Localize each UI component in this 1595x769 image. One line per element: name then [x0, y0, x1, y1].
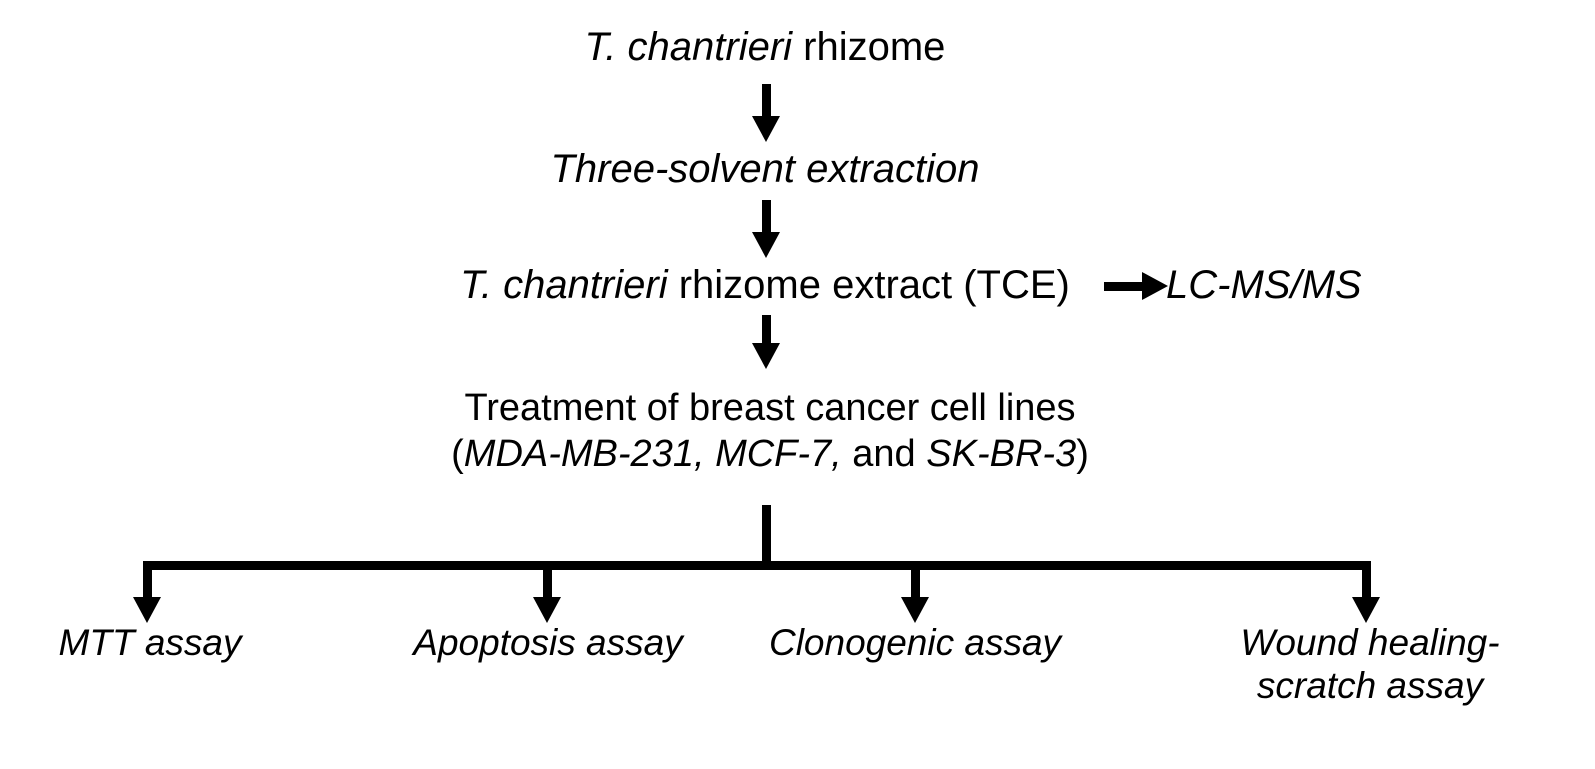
assay-label-clonogenic: Clonogenic assay — [768, 622, 1062, 663]
node-treatment: Treatment of breast cancer cell lines (M… — [220, 385, 1320, 478]
treatment-line-2: (MDA-MB-231, MCF-7, and SK-BR-3) — [220, 431, 1320, 477]
branch-distributor-bar — [143, 561, 1371, 570]
assay-wound-line-1: Wound healing- — [1240, 622, 1500, 663]
arrow-down-2-shaft — [762, 200, 771, 236]
branch-3-arrow-icon — [901, 597, 929, 623]
arrow-right-icon — [1142, 272, 1168, 300]
treatment-conjunction: and — [841, 433, 927, 476]
assay-wound-line-2: scratch assay — [1256, 664, 1484, 706]
branch-1-arrow-icon — [133, 597, 161, 623]
treatment-close-paren: ) — [1076, 433, 1089, 476]
cell-line-3: SK-BR-3 — [926, 433, 1077, 476]
extract-suffix: rhizome extract (TCE) — [667, 263, 1070, 307]
branch-trunk — [762, 505, 771, 567]
cell-line-2: MCF-7, — [704, 433, 842, 476]
assay-label-wound-healing: Wound healing- scratch assay — [1180, 622, 1560, 708]
cell-line-1: MDA-MB-231, — [463, 433, 705, 476]
node-analysis: LC-MS/MS — [1166, 262, 1566, 308]
source-material-suffix: rhizome — [792, 25, 946, 69]
arrow-down-1-icon — [752, 116, 780, 142]
arrow-right-shaft — [1104, 282, 1148, 291]
arrow-down-3-shaft — [762, 315, 771, 347]
species-name-italic-2: T. chantrieri — [460, 263, 668, 307]
arrow-down-3-icon — [752, 343, 780, 369]
analysis-label: LC-MS/MS — [1166, 263, 1362, 307]
branch-4-arrow-icon — [1352, 597, 1380, 623]
treatment-open-paren: ( — [451, 433, 464, 476]
assay-label-apoptosis: Apoptosis assay — [413, 622, 683, 663]
treatment-line-1: Treatment of breast cancer cell lines — [464, 387, 1076, 429]
node-extract: T. chantrieri rhizome extract (TCE) — [0, 262, 1530, 308]
arrow-down-2-icon — [752, 232, 780, 258]
branch-2-shaft — [543, 561, 552, 603]
branch-4-shaft — [1362, 561, 1371, 603]
branch-2-arrow-icon — [533, 597, 561, 623]
extraction-label: Three-solvent extraction — [550, 147, 980, 191]
arrow-down-1-shaft — [762, 84, 771, 120]
node-source-material: T. chantrieri rhizome — [0, 24, 1530, 70]
node-extraction-process: Three-solvent extraction — [0, 146, 1530, 192]
species-name-italic: T. chantrieri — [584, 25, 793, 69]
branch-3-shaft — [911, 561, 920, 603]
assay-label-mtt: MTT assay — [58, 622, 242, 663]
branch-1-shaft — [143, 561, 152, 603]
